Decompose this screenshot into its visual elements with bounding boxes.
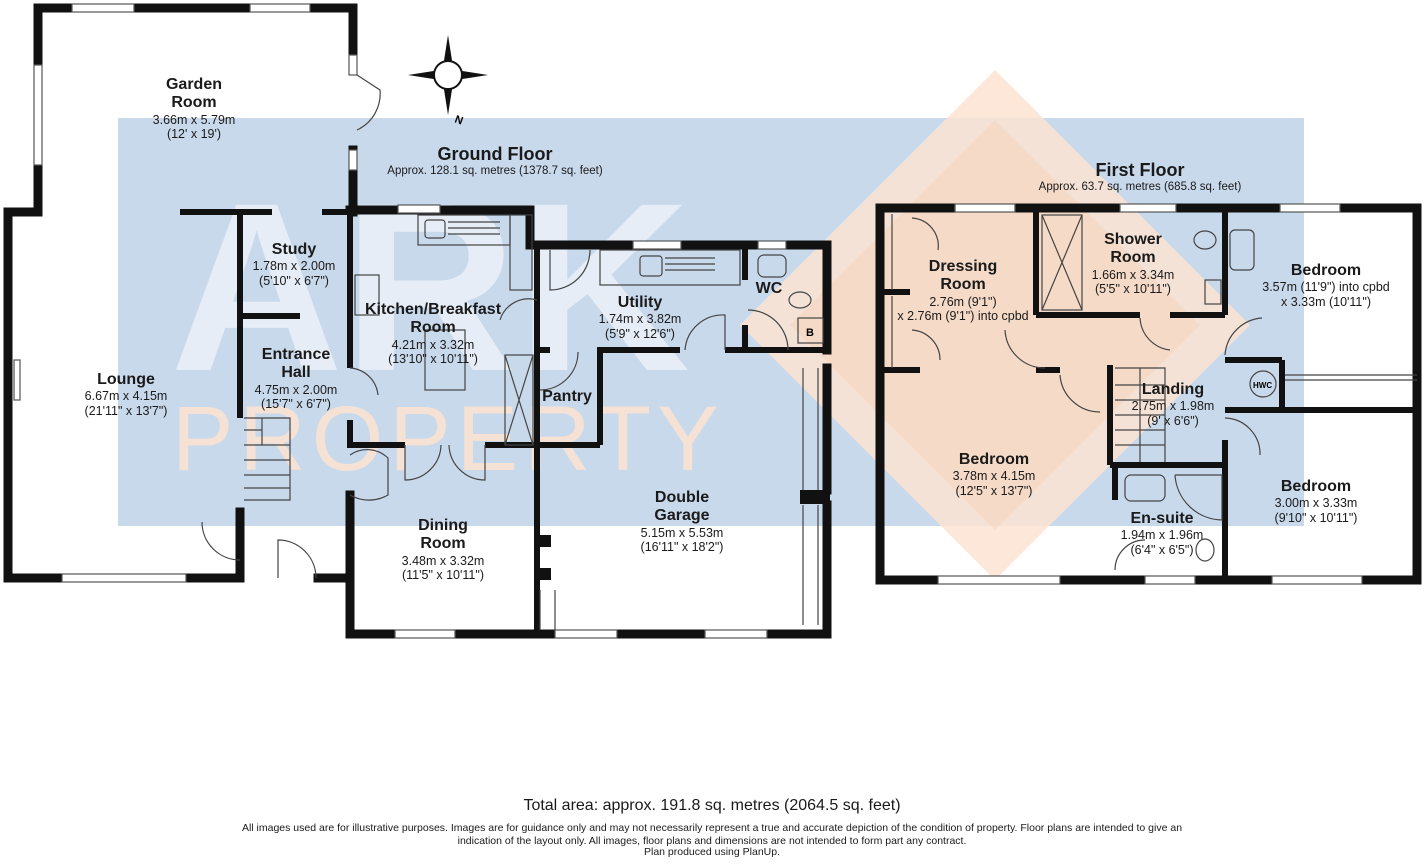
room-name: WC	[755, 280, 783, 297]
room-name: Double	[654, 489, 710, 506]
room-name: Room	[940, 276, 986, 294]
room-utility: Utility 1.74m x 3.82m (5'9" x 12'6")	[599, 294, 682, 341]
ground-floor-windows	[13, 3, 787, 639]
room-dim-imperial: (5'10" x 6'7")	[259, 273, 329, 288]
room-dim-metric: 3.66m x 5.79m	[152, 112, 236, 127]
ground-floor-area: Approx. 128.1 sq. metres (1378.7 sq. fee…	[387, 165, 603, 177]
room-dim-metric: 4.21m x 3.32m	[391, 337, 475, 352]
total-area: Total area: approx. 191.8 sq. metres (20…	[523, 797, 901, 814]
room-bedroom-main: Bedroom 3.78m x 4.15m (12'5" x 13'7")	[953, 451, 1036, 498]
watermark-brand: ARK	[170, 153, 690, 421]
room-lounge: Lounge 6.67m x 4.15m (21'11" x 13'7")	[85, 371, 168, 418]
room-name: Utility	[617, 294, 663, 311]
first-floor-doors: HWC	[891, 214, 1417, 571]
room-name: Hall	[281, 364, 311, 382]
compass-icon: N	[408, 35, 488, 128]
room-name: Bedroom	[1290, 262, 1362, 279]
room-dim-metric: 2.76m (9'1")	[929, 294, 997, 309]
room-dim-imperial: (12' x 19')	[166, 127, 222, 142]
room-dining-room: Dining Room 3.48m x 3.32m (11'5" x 10'11…	[402, 517, 485, 583]
room-name: En-suite	[1130, 510, 1194, 527]
room-name: Bedroom	[1280, 478, 1352, 495]
room-name: Room	[420, 535, 466, 553]
room-dim-imperial: x 2.76m (9'1") into cpbd	[897, 309, 1029, 324]
disclaimer: All images used are for illustrative pur…	[241, 822, 1183, 847]
room-name: Room	[1110, 249, 1156, 267]
compass-north-label: N	[453, 114, 465, 128]
ground-floor-heading: Ground Floor Approx. 128.1 sq. metres (1…	[387, 144, 602, 177]
room-name: Garden	[165, 76, 222, 93]
room-dim-metric: 3.00m x 3.33m	[1274, 496, 1358, 511]
room-dim-metric: 5.15m x 5.53m	[640, 525, 724, 540]
room-dim-metric: 6.67m x 4.15m	[84, 389, 168, 404]
room-entrance-hall: Entrance Hall 4.75m x 2.00m (15'7" x 6'7…	[255, 346, 338, 412]
room-dim-metric: 1.78m x 2.00m	[252, 259, 336, 274]
room-bedroom-se: Bedroom 3.00m x 3.33m (9'10" x 10'11")	[1275, 478, 1358, 525]
room-dim-metric: 1.66m x 3.34m	[1091, 267, 1175, 282]
boiler-label: B	[806, 327, 814, 339]
room-dim-imperial: (15'7" x 6'7")	[261, 397, 331, 412]
room-dim-imperial: (9'10" x 10'11")	[1274, 510, 1358, 525]
produced-by: Plan produced using PlanUp.	[643, 846, 780, 858]
room-shower-room: Shower Room 1.66m x 3.34m (5'5" x 10'11"…	[1092, 231, 1175, 297]
room-dim-imperial: x 3.33m (10'11")	[1281, 294, 1371, 309]
ground-floor-title: Ground Floor	[437, 144, 553, 164]
room-en-suite: En-suite 1.94m x 1.96m (6'4" x 6'5")	[1121, 510, 1204, 557]
room-dim-metric: 2.75m x 1.98m	[1131, 399, 1215, 414]
room-name: Kitchen/Breakfast	[364, 301, 502, 318]
room-dim-imperial: (13'10" x 10'11")	[388, 352, 478, 367]
first-floor-title: First Floor	[1095, 160, 1185, 180]
hwc-label: HWC	[1253, 381, 1272, 390]
room-dim-imperial: (9' x 6'6")	[1147, 413, 1199, 428]
room-dim-imperial: (6'4" x 6'5")	[1130, 542, 1194, 557]
first-floor-heading: First Floor Approx. 63.7 sq. metres (685…	[1039, 160, 1242, 193]
room-name: Dressing	[928, 258, 998, 275]
room-double-garage: Double Garage 5.15m x 5.53m (16'11" x 18…	[641, 489, 724, 555]
room-dim-imperial: (21'11" x 13'7")	[84, 403, 168, 418]
room-dim-imperial: (5'5" x 10'11")	[1095, 282, 1171, 297]
room-name: Pantry	[542, 388, 592, 405]
room-dim-metric: 4.75m x 2.00m	[254, 382, 338, 397]
room-name: Dining	[418, 517, 468, 534]
first-floor-windows	[937, 203, 1363, 585]
room-landing: Landing 2.75m x 1.98m (9' x 6'6")	[1132, 381, 1215, 428]
room-name: Room	[410, 319, 456, 337]
room-dim-metric: 3.57m (11'9") into cpbd	[1262, 280, 1390, 295]
room-dim-imperial: (16'11" x 18'2")	[640, 540, 724, 555]
room-garden-room: Garden Room 3.66m x 5.79m (12' x 19')	[153, 76, 236, 142]
ground-floor-doors: B	[201, 74, 824, 630]
room-dim-imperial: (5'9" x 12'6")	[605, 326, 675, 341]
room-kitchen: Kitchen/Breakfast Room 4.21m x 3.32m (13…	[365, 301, 501, 367]
room-dim-metric: 1.74m x 3.82m	[598, 312, 682, 327]
room-dim-metric: 1.94m x 1.96m	[1120, 528, 1204, 543]
room-name: Shower	[1104, 231, 1162, 248]
room-wc: WC	[756, 280, 783, 298]
room-dim-imperial: (12'5" x 13'7")	[955, 483, 1033, 498]
watermark-sub: PROPERTY	[172, 388, 724, 490]
room-study: Study 1.78m x 2.00m (5'10" x 6'7")	[253, 241, 336, 288]
room-dressing-room: Dressing Room 2.76m (9'1") x 2.76m (9'1"…	[897, 258, 1028, 324]
room-pantry: Pantry	[542, 388, 592, 406]
room-bedroom-ne: Bedroom 3.57m (11'9") into cpbd x 3.33m …	[1262, 262, 1390, 309]
first-floor-area: Approx. 63.7 sq. metres (685.8 sq. feet)	[1038, 181, 1242, 193]
first-floor-walls	[875, 203, 1422, 585]
room-name: Study	[271, 241, 317, 258]
room-name: Garage	[654, 507, 710, 525]
room-dim-imperial: (11'5" x 10'11")	[402, 568, 484, 583]
room-dim-metric: 3.48m x 3.32m	[401, 553, 485, 568]
room-name: Entrance	[261, 346, 331, 363]
room-name: Landing	[1141, 381, 1205, 398]
room-name: Lounge	[97, 371, 155, 388]
room-name: Room	[171, 94, 217, 112]
room-name: Bedroom	[958, 451, 1030, 468]
room-dim-metric: 3.78m x 4.15m	[952, 469, 1036, 484]
